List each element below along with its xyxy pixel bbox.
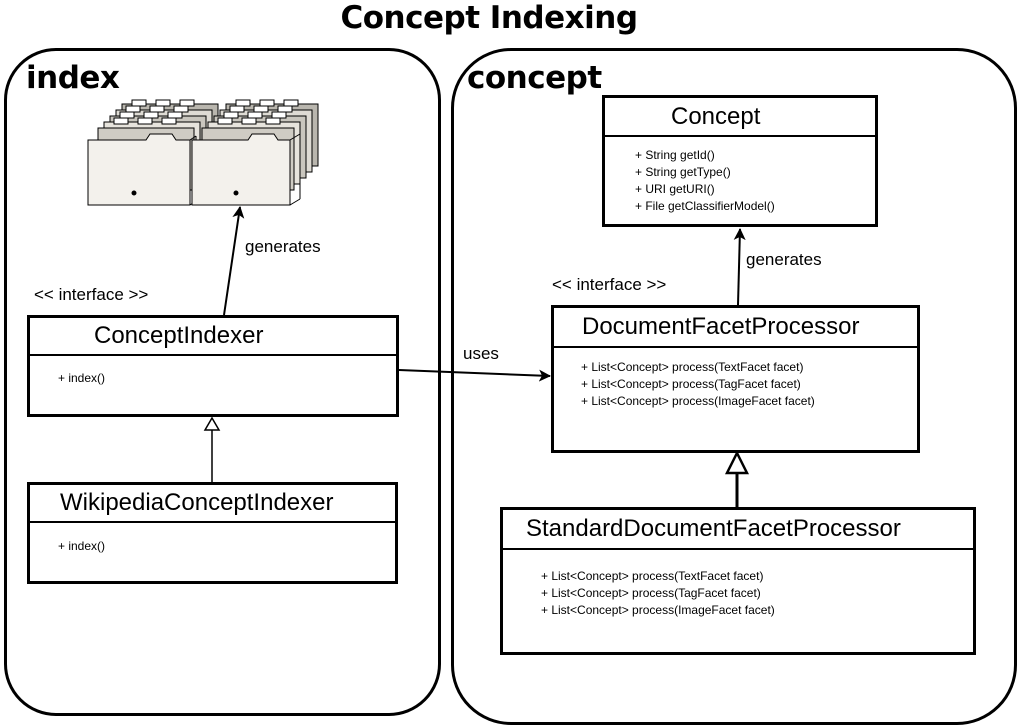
method-item: + List<Concept> process(TextFacet facet) [581, 360, 804, 374]
class-concept-indexer[interactable]: ConceptIndexer + index() [27, 315, 399, 417]
class-concept-header: Concept [605, 98, 875, 137]
class-document-facet-processor-name: DocumentFacetProcessor [582, 313, 860, 340]
method-item: + File getClassifierModel() [635, 199, 775, 213]
class-standard-document-facet-processor-header: StandardDocumentFacetProcessor [503, 510, 973, 550]
method-item: + String getId() [635, 148, 715, 162]
method-item: + List<Concept> process(ImageFacet facet… [581, 394, 815, 408]
class-wikipedia-concept-indexer-name: WikipediaConceptIndexer [60, 489, 334, 516]
class-concept-indexer-header: ConceptIndexer [30, 318, 396, 356]
method-item: + URI getURI() [635, 182, 715, 196]
method-item: + List<Concept> process(TagFacet facet) [581, 377, 801, 391]
method-item: + List<Concept> process(ImageFacet facet… [541, 603, 775, 617]
method-item: + List<Concept> process(TagFacet facet) [541, 586, 761, 600]
method-item: + List<Concept> process(TextFacet facet) [541, 569, 764, 583]
class-standard-document-facet-processor-name: StandardDocumentFacetProcessor [526, 515, 901, 542]
edge-label-generates-index: generates [245, 237, 321, 256]
class-concept-name: Concept [671, 103, 761, 130]
package-index-label: index [26, 60, 120, 96]
class-standard-document-facet-processor[interactable]: StandardDocumentFacetProcessor + List<Co… [500, 507, 976, 655]
edge-label-uses: uses [463, 344, 499, 363]
class-concept-methods: + String getId() + String getType() + UR… [605, 137, 875, 215]
class-document-facet-processor[interactable]: DocumentFacetProcessor + List<Concept> p… [551, 305, 920, 453]
class-concept-indexer-methods: + index() [30, 356, 396, 387]
method-item: + String getType() [635, 165, 731, 179]
class-standard-document-facet-processor-methods: + List<Concept> process(TextFacet facet)… [503, 550, 973, 619]
class-wikipedia-concept-indexer-header: WikipediaConceptIndexer [30, 485, 395, 523]
class-wikipedia-concept-indexer[interactable]: WikipediaConceptIndexer + index() [27, 482, 398, 584]
class-concept-indexer-name: ConceptIndexer [94, 322, 264, 349]
method-item: + index() [58, 539, 106, 553]
document-facet-processor-stereotype: << interface >> [552, 275, 667, 294]
method-item: + index() [58, 371, 106, 385]
package-concept-label: concept [467, 60, 602, 96]
class-document-facet-processor-header: DocumentFacetProcessor [554, 308, 917, 348]
edge-label-generates-concept: generates [746, 250, 822, 269]
class-concept[interactable]: Concept + String getId() + String getTyp… [602, 95, 878, 227]
concept-indexer-stereotype: << interface >> [34, 285, 149, 304]
diagram-title: Concept Indexing [340, 0, 638, 36]
class-wikipedia-concept-indexer-methods: + index() [30, 523, 395, 555]
class-document-facet-processor-methods: + List<Concept> process(TextFacet facet)… [554, 348, 917, 410]
